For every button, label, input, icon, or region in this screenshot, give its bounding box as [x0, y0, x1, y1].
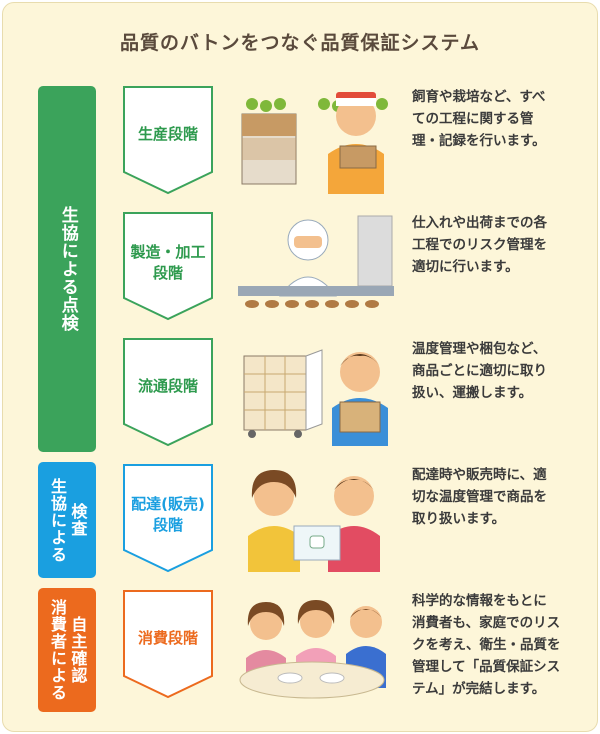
stage-arrow-shape [123, 590, 213, 699]
desc-line: 飼育や栽培など、すべ [412, 89, 546, 105]
desc-line: 商品ごとに適切に取り [412, 363, 547, 379]
desc-line: 科学的な情報をもとに [412, 593, 547, 609]
stage-arrow-shape [123, 338, 213, 447]
stage-label-line-1: 配達(販売) [131, 495, 205, 513]
band-coop-testing: 生協による 検査 [38, 462, 96, 578]
band-label-line-1: 消費者による [48, 599, 67, 701]
stage-description: 仕入れや出荷までの各 工程でのリスク管理を 適切に行います。 [412, 212, 582, 278]
desc-line: 消費者も、家庭でのリス [412, 615, 561, 631]
factory-worker-illustration [238, 215, 394, 308]
band-label-line-2: 検査 [68, 503, 88, 537]
desc-line: 工程でのリスク管理を [412, 237, 547, 253]
stage-production: 生産段階 [120, 84, 216, 196]
desc-line: クを考え、衛生・品質を [412, 637, 561, 653]
desc-line: 仕入れや出荷までの各 [412, 215, 547, 231]
diagram-title: 品質のバトンをつなぐ品質保証システム [119, 32, 480, 54]
band-consumer-check: 消費者による 自主確認 [38, 588, 96, 712]
desc-line: 取り扱います。 [412, 511, 506, 527]
desc-line: 適切に行います。 [412, 259, 519, 275]
stage-arrow-shape [123, 86, 213, 195]
stage-description: 科学的な情報をもとに 消費者も、家庭でのリス クを考え、衛生・品質を 管理して「… [412, 590, 582, 700]
farmer-illustration [241, 92, 388, 194]
stage-label-line-2: 段階 [152, 516, 183, 534]
desc-line: 温度管理や梱包など、 [412, 341, 547, 357]
desc-line: ての工程に関する管 [412, 111, 534, 127]
band-label: 生協による点検 [57, 206, 78, 332]
stage-manufacturing: 製造・加工 段階 [120, 210, 216, 322]
stage-description: 温度管理や梱包など、 商品ごとに適切に取り 扱い、運搬します。 [412, 338, 582, 404]
stage-arrow-shape [123, 212, 213, 321]
stage-label: 生産段階 [137, 125, 198, 143]
stage-description: 飼育や栽培など、すべ ての工程に関する管 理・記録を行います。 [412, 86, 582, 152]
stage-description: 配達時や販売時に、適 切な温度管理で商品を 取り扱います。 [412, 464, 582, 530]
desc-line: 切な温度管理で商品を [412, 489, 547, 505]
delivery-worker-illustration [243, 349, 388, 446]
desc-line: 管理して「品質保証シス [412, 659, 561, 675]
band-label-line-1: 生協による [48, 477, 67, 563]
stage-label-line-1: 製造・加工 [130, 243, 206, 261]
stage-label-line-2: 段階 [152, 264, 183, 282]
band-coop-inspection: 生協による点検 [38, 86, 96, 452]
family-meal-illustration [239, 600, 386, 699]
stage-consumption: 消費段階 [120, 588, 216, 700]
stage-distribution: 流通段階 [120, 336, 216, 448]
stage-label: 消費段階 [137, 629, 198, 647]
desc-line: 扱い、運搬します。 [412, 385, 533, 401]
stage-label: 流通段階 [137, 377, 198, 395]
desc-line: テム」が完結します。 [412, 681, 546, 697]
stage-delivery-sales: 配達(販売) 段階 [120, 462, 216, 574]
desc-line: 理・記録を行います。 [412, 133, 546, 149]
delivery-handover-illustration [248, 470, 380, 572]
stage-arrow-shape [123, 464, 213, 573]
band-label-line-2: 自主確認 [68, 616, 88, 684]
desc-line: 配達時や販売時に、適 [412, 467, 547, 483]
